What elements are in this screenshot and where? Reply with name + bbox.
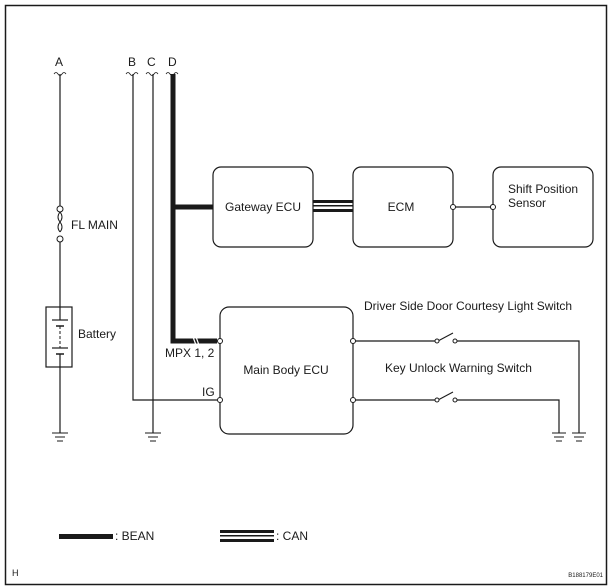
key-switch-label: Key Unlock Warning Switch: [385, 361, 532, 375]
wire-key-switch-b: [457, 399, 560, 433]
legend-can-label: : CAN: [276, 529, 308, 543]
battery-label: Battery: [78, 327, 116, 341]
shift-position-sensor-label-1: Shift Position: [508, 182, 578, 196]
connector-break-marks: [53, 72, 179, 76]
battery-icon: [45, 306, 73, 368]
main-body-ecu-label: Main Body ECU: [243, 363, 328, 377]
door-switch-terminal: [350, 338, 356, 344]
ground-icon-c: [145, 432, 161, 442]
fuse-label: FL MAIN: [71, 218, 118, 232]
key-switch-terminal: [350, 397, 356, 403]
ground-icon-a: [52, 432, 68, 442]
connector-label-b: B: [128, 55, 136, 69]
door-switch-icon: [434, 332, 458, 344]
main-body-ecu-box: [219, 306, 354, 435]
mpx-break-mark: [192, 336, 200, 346]
legend-can-swatch: [220, 530, 274, 542]
ground-icon-key: [552, 432, 566, 442]
ecm-terminal: [450, 204, 456, 210]
legend-bean-swatch: [59, 534, 113, 539]
can-bus-link: [313, 200, 353, 212]
mpx-pin-label: MPX 1, 2: [165, 346, 215, 360]
figure-id: B188179E01: [568, 573, 603, 579]
gateway-ecu-box: [212, 166, 314, 248]
ecm-label: ECM: [388, 200, 415, 214]
fuse-icon: [56, 205, 64, 243]
corner-mark: H: [12, 568, 19, 578]
shift-position-sensor-label-2: Sensor: [508, 196, 546, 210]
connector-label-a: A: [55, 55, 63, 69]
diagram-frame: [4, 4, 608, 586]
wire-b-ig: [132, 74, 217, 401]
ground-icon-door: [572, 432, 586, 442]
gateway-ecu-label: Gateway ECU: [225, 200, 301, 214]
sensor-terminal-front: [490, 204, 496, 210]
door-switch-label: Driver Side Door Courtesy Light Switch: [364, 299, 572, 313]
key-switch-icon: [434, 391, 458, 403]
mpx-terminal: [217, 338, 223, 344]
wire-door-switch-b: [457, 340, 580, 433]
connector-label-d: D: [168, 55, 177, 69]
legend-bean-label: : BEAN: [115, 529, 154, 543]
wire-d-bean: [170, 74, 217, 344]
ig-pin-label: IG: [202, 385, 215, 399]
ig-terminal: [217, 397, 223, 403]
connector-label-c: C: [147, 55, 156, 69]
